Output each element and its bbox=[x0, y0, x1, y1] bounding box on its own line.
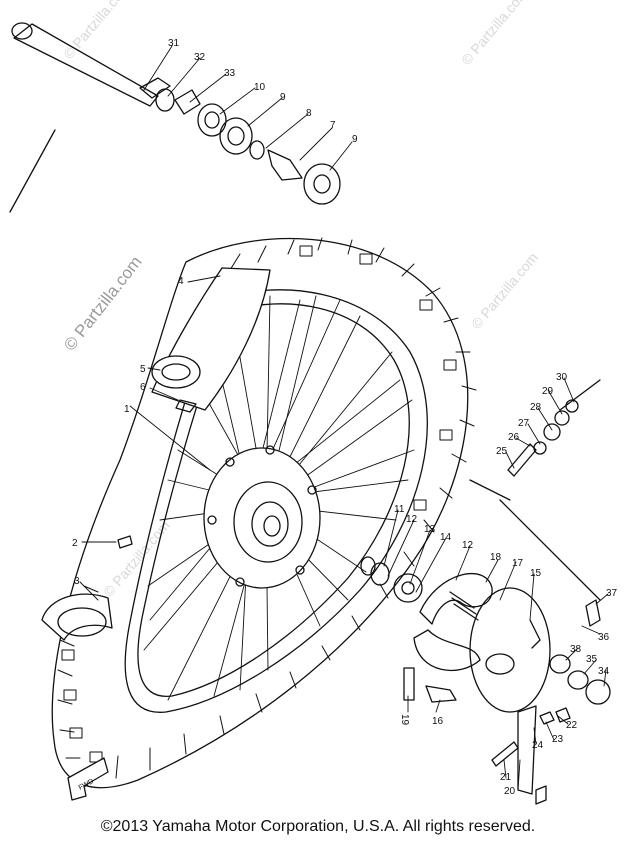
callout-25: 25 bbox=[496, 446, 508, 457]
tire-section bbox=[41, 593, 113, 641]
callout-17: 17 bbox=[512, 558, 524, 569]
callout-14: 14 bbox=[440, 532, 452, 543]
callout-38: 38 bbox=[570, 644, 582, 655]
callout-23: 23 bbox=[552, 734, 564, 745]
callout-20: 20 bbox=[504, 786, 516, 797]
callout-1a: 1 bbox=[124, 404, 130, 415]
bearing-middle bbox=[219, 117, 253, 155]
rim-outer bbox=[124, 289, 428, 713]
watermark-top-right: © Partzilla.com bbox=[458, 0, 531, 68]
callout-32: 32 bbox=[194, 52, 206, 63]
callout-28: 28 bbox=[530, 402, 542, 413]
watermark-right: © Partzilla.com bbox=[468, 249, 541, 332]
forward-arrow bbox=[67, 757, 109, 801]
watermark-top-left: © Partzilla.com bbox=[60, 0, 133, 62]
callout-26: 26 bbox=[508, 432, 520, 443]
spacer-flange bbox=[249, 140, 265, 160]
callout-9b: 9 bbox=[352, 134, 358, 145]
callout-labels: 31 32 33 10 9 8 7 9 4 5 6 1 2 3 30 29 28… bbox=[72, 38, 618, 797]
stud bbox=[585, 599, 601, 627]
cam-shaft bbox=[425, 685, 457, 703]
callout-31: 31 bbox=[168, 38, 180, 49]
callout-12a: 12 bbox=[406, 514, 418, 525]
bolt bbox=[491, 741, 519, 767]
oil-seal bbox=[155, 88, 175, 112]
rim-band-tube bbox=[151, 267, 271, 413]
callout-35: 35 bbox=[586, 654, 598, 665]
brake-arm bbox=[517, 705, 537, 795]
bearing-upper bbox=[197, 103, 227, 137]
brake-shoe bbox=[419, 572, 493, 625]
callout-11: 11 bbox=[394, 504, 405, 515]
wheel bbox=[51, 237, 477, 789]
callout-12b: 12 bbox=[462, 540, 474, 551]
rear-wheel-exploded-diagram: © Partzilla.com © Partzilla.com © Partzi… bbox=[9, 0, 618, 805]
callout-10: 10 bbox=[254, 82, 266, 93]
watermark-main: © Partzilla.com bbox=[60, 252, 146, 354]
callout-34: 34 bbox=[598, 666, 610, 677]
tire-outer bbox=[51, 237, 469, 789]
callout-3: 3 bbox=[74, 576, 80, 587]
bearing-lower bbox=[303, 163, 341, 205]
axle-assembly bbox=[9, 22, 601, 411]
callout-5: 5 bbox=[140, 364, 146, 375]
callout-2: 2 bbox=[72, 538, 78, 549]
bearing-brake bbox=[370, 562, 390, 586]
callout-13: 13 bbox=[424, 524, 436, 535]
callout-8: 8 bbox=[306, 108, 312, 119]
callout-22: 22 bbox=[566, 720, 578, 731]
tire-tread bbox=[57, 237, 477, 779]
spoke-nipple bbox=[117, 535, 133, 549]
callout-27: 27 bbox=[518, 418, 530, 429]
leader-lines bbox=[79, 45, 609, 791]
copyright-notice: ©2013 Yamaha Motor Corporation, U.S.A. A… bbox=[100, 818, 536, 835]
callout-37: 37 bbox=[606, 588, 618, 599]
rim-inner bbox=[137, 303, 410, 697]
oil-seal-brake bbox=[393, 573, 423, 603]
callout-9a: 9 bbox=[280, 92, 286, 103]
callout-36: 36 bbox=[598, 632, 610, 643]
callout-18: 18 bbox=[490, 552, 502, 563]
callout-19: 19 bbox=[399, 714, 410, 726]
brake-assembly bbox=[360, 399, 611, 805]
callout-29: 29 bbox=[542, 386, 554, 397]
callout-15: 15 bbox=[530, 568, 542, 579]
callout-21: 21 bbox=[500, 772, 512, 783]
callout-7: 7 bbox=[330, 120, 336, 131]
callout-33: 33 bbox=[224, 68, 236, 79]
adjuster bbox=[507, 443, 537, 477]
shoe-spring bbox=[449, 591, 479, 621]
callout-24: 24 bbox=[532, 740, 544, 751]
spacer bbox=[267, 149, 303, 181]
callout-30: 30 bbox=[556, 372, 568, 383]
callout-6: 6 bbox=[140, 382, 146, 393]
callout-16: 16 bbox=[432, 716, 444, 727]
callout-4: 4 bbox=[178, 276, 184, 287]
hub bbox=[203, 445, 321, 589]
brake-plate bbox=[469, 587, 551, 713]
axle bbox=[13, 23, 159, 107]
nut bbox=[585, 679, 611, 705]
collar bbox=[360, 556, 376, 576]
